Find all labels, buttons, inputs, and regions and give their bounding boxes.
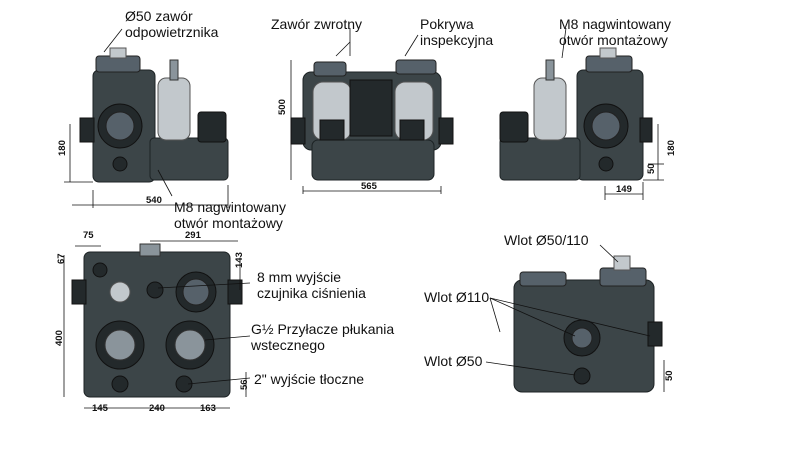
- dim-top-h: 163: [200, 403, 216, 414]
- dim-right-width: 149: [616, 184, 632, 195]
- label-cover-1: Pokrywa: [420, 16, 474, 32]
- rear-view: [513, 255, 665, 393]
- top-view: [63, 240, 247, 409]
- side-view-left: [64, 47, 229, 208]
- label-m8-right-2: otwór montażowy: [559, 32, 668, 48]
- label-sensor-2: czujnika ciśnienia: [257, 285, 366, 301]
- dim-rear-small: 50: [664, 370, 675, 381]
- label-flush-1: G½ Przyłacze płukania: [251, 321, 395, 337]
- label-flush-2: wstecznego: [251, 337, 325, 353]
- dim-front-width: 565: [361, 181, 378, 192]
- dim-top-d: 143: [234, 252, 245, 268]
- dim-top-b: 291: [185, 230, 202, 241]
- dim-top-e: 56: [239, 379, 250, 390]
- label-inlet-110: Wlot Ø110: [424, 289, 490, 305]
- label-m8-right-1: M8 nagwintowany: [559, 16, 672, 32]
- label-inlet-50: Wlot Ø50: [424, 353, 483, 369]
- dim-top-c: 67: [56, 253, 67, 264]
- dim-top-f: 145: [92, 403, 109, 414]
- dim-top-a: 75: [83, 230, 94, 241]
- label-vent-valve-1: Ø50 zawór: [125, 8, 193, 24]
- leader-lines: [103, 27, 651, 385]
- label-sensor-1: 8 mm wyjście: [257, 269, 342, 285]
- dim-right-small: 50: [646, 163, 657, 174]
- front-view: [290, 59, 454, 194]
- dim-top-height: 400: [54, 330, 65, 346]
- dim-left-height: 180: [57, 140, 68, 156]
- dim-top-g: 240: [149, 403, 165, 414]
- dim-front-height: 500: [277, 99, 288, 115]
- label-inlet-50-110: Wlot Ø50/110: [504, 232, 589, 248]
- side-view-right: [499, 47, 664, 200]
- label-cover-2: inspekcyjna: [420, 32, 494, 48]
- dim-right-height: 180: [666, 140, 677, 156]
- label-discharge: 2" wyjście tłoczne: [254, 371, 365, 387]
- label-vent-valve-2: odpowietrznika: [125, 24, 219, 40]
- label-m8-left-2: otwór montażowy: [174, 215, 283, 231]
- label-m8-left-1: M8 nagwintowany: [174, 199, 287, 215]
- label-check-valve: Zawór zwrotny: [271, 16, 363, 32]
- dim-left-width: 540: [146, 195, 162, 206]
